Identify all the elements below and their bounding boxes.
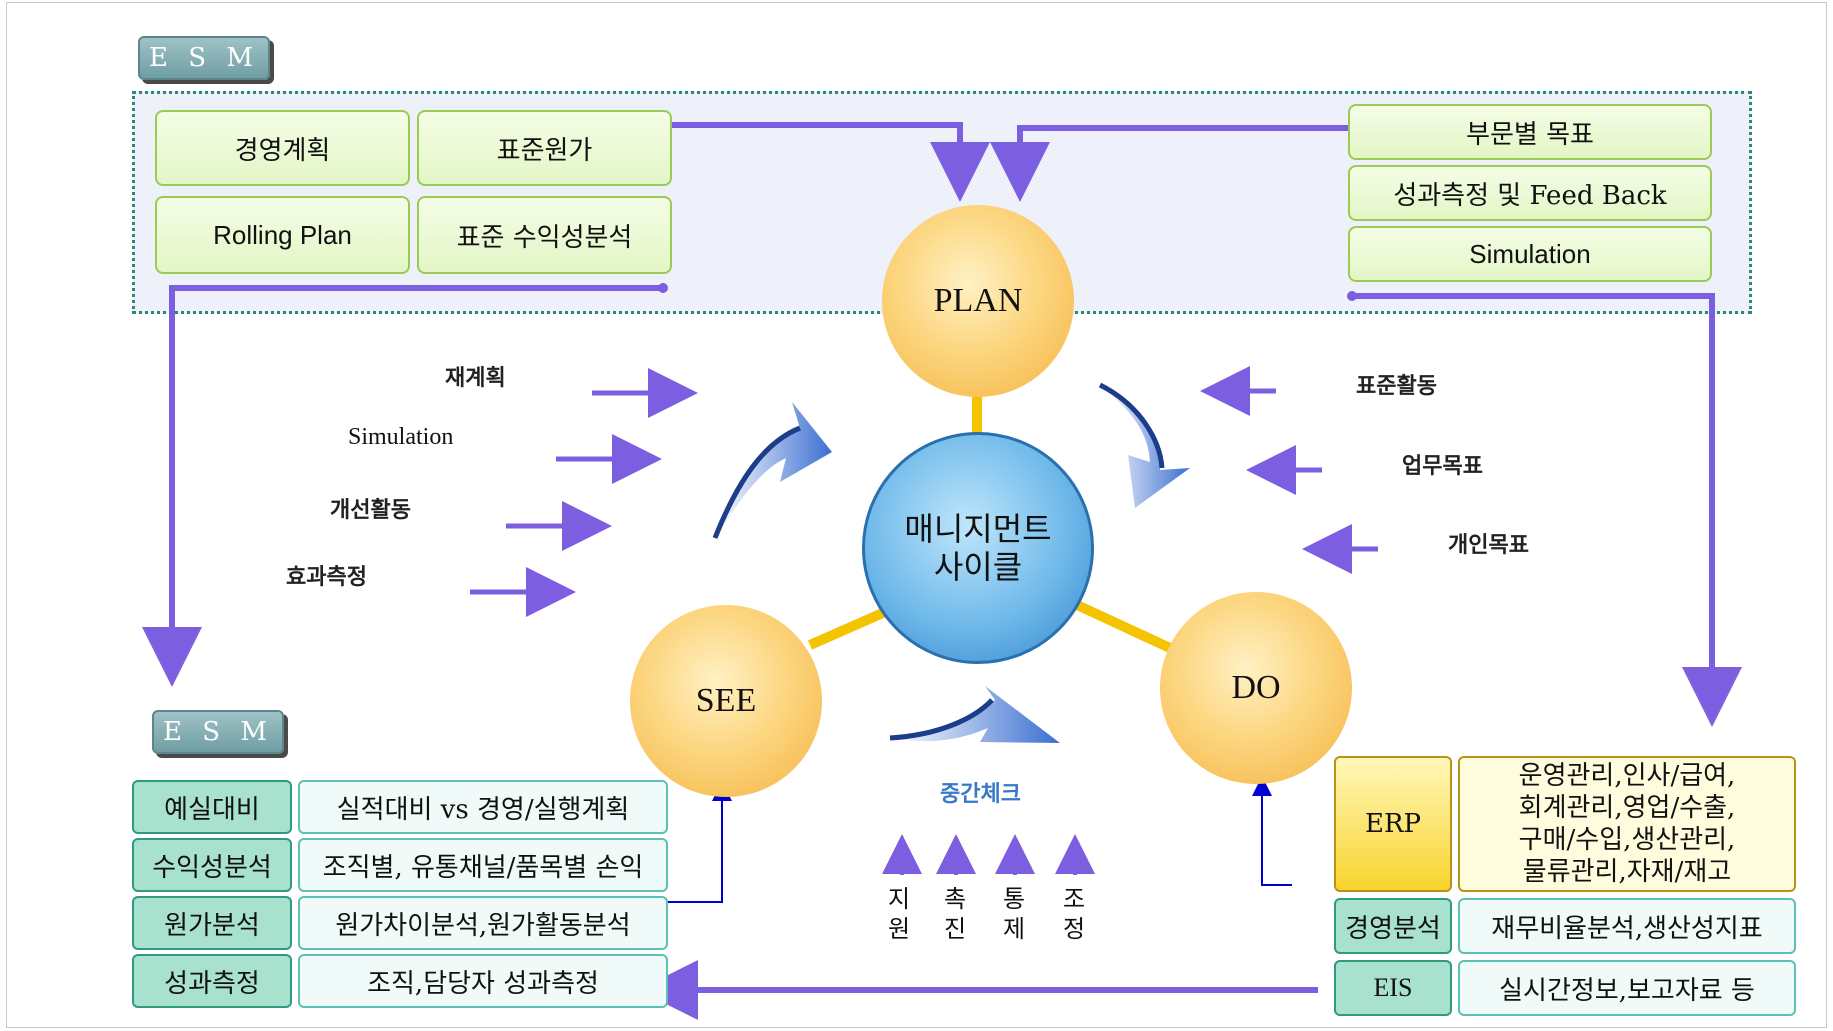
mgmt-analysis-head: 경영분석 <box>1334 898 1452 954</box>
plan-circle: PLAN <box>882 205 1074 397</box>
erp-head: ERP <box>1334 756 1452 892</box>
label-improvement: 개선활동 <box>330 498 411 523</box>
mgmt-analysis-desc: 재무비율분석,생산성지표 <box>1458 898 1796 954</box>
esm-head-cost-analysis: 원가분석 <box>132 896 292 950</box>
flow-top-left-to-plan <box>672 122 990 202</box>
esm-tag-top: E S M <box>138 36 270 80</box>
center-line-1: 매니지먼트 <box>904 510 1052 548</box>
box-management-plan: 경영계획 <box>155 110 410 186</box>
esm-head-profitability: 수익성분석 <box>132 838 292 892</box>
label-task-goal: 업무목표 <box>1402 454 1483 479</box>
esm-tag-bottom: E S M <box>152 710 284 754</box>
label-effect-measure: 효과측정 <box>286 565 367 590</box>
label-personal-goal: 개인목표 <box>1448 533 1529 558</box>
do-circle: DO <box>1160 592 1352 784</box>
eis-head: EIS <box>1334 960 1452 1016</box>
connector-do <box>1072 599 1173 653</box>
esm-desc-cost-analysis: 원가차이분석,원가활동분석 <box>298 896 668 950</box>
box-standard-cost: 표준원가 <box>417 110 672 186</box>
flow-right-down <box>1352 293 1742 727</box>
box-performance-feedback: 성과측정 및 Feed Back <box>1348 165 1712 221</box>
swoosh-see-to-plan <box>712 402 832 539</box>
center-line-2: 사이클 <box>933 548 1023 586</box>
diagram-frame <box>6 2 1827 1028</box>
box-standard-profitability: 표준 수익성분석 <box>417 196 672 274</box>
esm-desc-budget-actual: 실적대비 vs 경영/실행계획 <box>298 780 668 834</box>
esm-head-performance: 성과측정 <box>132 954 292 1008</box>
swoosh-do-to-see <box>889 686 1060 743</box>
swoosh-plan-to-do <box>1098 382 1190 508</box>
esm-head-budget-actual: 예실대비 <box>132 780 292 834</box>
label-standard-activity: 표준활동 <box>1356 374 1437 399</box>
box-simulation: Simulation <box>1348 226 1712 282</box>
management-cycle-center: 매니지먼트 사이클 <box>862 432 1094 664</box>
box-division-goal: 부문별 목표 <box>1348 104 1712 160</box>
label-replan: 재계획 <box>445 366 506 391</box>
flow-left-down <box>142 285 663 687</box>
see-circle: SEE <box>630 605 822 797</box>
box-rolling-plan: Rolling Plan <box>155 196 410 274</box>
eis-desc: 실시간정보,보고자료 등 <box>1458 960 1796 1016</box>
esm-desc-profitability: 조직별, 유통채널/품목별 손익 <box>298 838 668 892</box>
link-erp-to-do <box>1252 776 1292 886</box>
label-interim-check: 중간체크 <box>940 782 1021 807</box>
erp-desc: 운영관리,인사/급여, 회계관리,영업/수출, 구매/수입,생산관리, 물류관리… <box>1458 756 1796 892</box>
esm-desc-performance: 조직,담당자 성과측정 <box>298 954 668 1008</box>
connector-see <box>807 607 888 650</box>
label-simulation: Simulation <box>348 424 454 450</box>
flow-top-right-to-plan <box>990 125 1348 202</box>
